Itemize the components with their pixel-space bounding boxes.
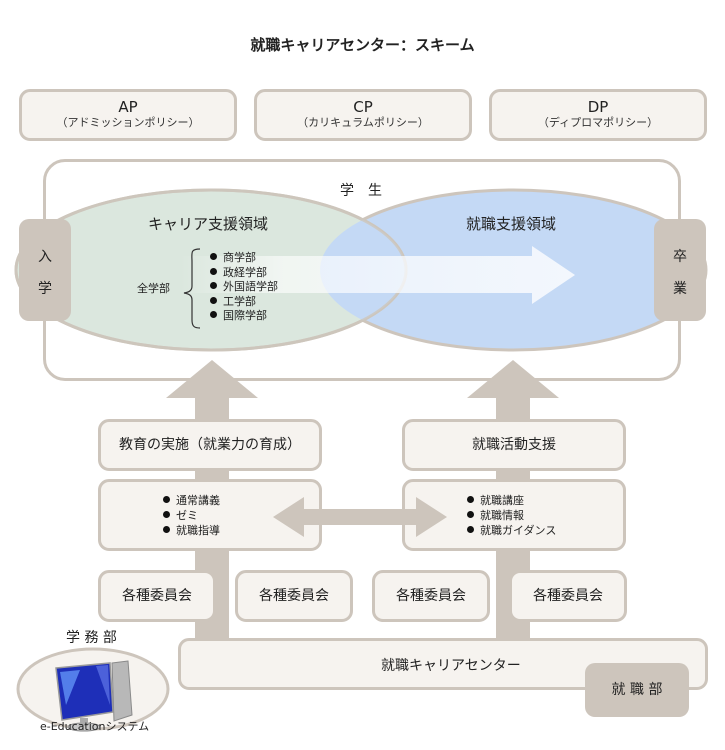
list-item: 就職情報 xyxy=(467,508,556,523)
faculty-list: 商学部 政経学部 外国語学部 工学部 国際学部 xyxy=(210,251,278,324)
policy-box-ap: AP （アドミッションポリシー） xyxy=(19,89,237,141)
policy-code: CP xyxy=(353,98,373,116)
list-item: 就職ガイダンス xyxy=(467,523,556,538)
bullet-icon xyxy=(210,311,217,318)
list-item: 就職指導 xyxy=(163,523,220,538)
policy-code: DP xyxy=(587,98,609,116)
committee-box-1: 各種委員会 xyxy=(98,570,216,622)
policy-box-cp: CP （カリキュラムポリシー） xyxy=(254,89,472,141)
page-title: 就職キャリアセンター：スキーム xyxy=(250,36,475,54)
list-item: 通常講義 xyxy=(163,493,220,508)
bullet-icon xyxy=(467,496,474,503)
list-item: 就職講座 xyxy=(467,493,556,508)
left-up-arrow-head xyxy=(166,360,258,398)
student-label: 学 生 xyxy=(340,183,382,199)
list-item: 政経学部 xyxy=(210,266,278,281)
graduation-tab: 卒 業 xyxy=(654,219,706,321)
committee-box-3: 各種委員会 xyxy=(372,570,490,622)
bullet-icon xyxy=(467,511,474,518)
entry-tab: 入 学 xyxy=(19,219,71,321)
list-item: 商学部 xyxy=(210,251,278,266)
employment-department-box: 就 職 部 xyxy=(585,663,689,717)
all-faculties-label: 全学部 xyxy=(137,282,170,295)
list-item: ゼミ xyxy=(163,508,220,523)
bullet-icon xyxy=(210,296,217,304)
computer-icon xyxy=(55,660,133,732)
bullet-icon xyxy=(163,496,170,503)
career-center-label: 就職キャリアセンター xyxy=(381,658,521,674)
list-item: 国際学部 xyxy=(210,309,278,324)
job-support-items: 就職講座 就職情報 就職ガイダンス xyxy=(467,493,556,538)
list-item: 外国語学部 xyxy=(210,280,278,295)
policy-box-dp: DP （ディプロマポリシー） xyxy=(489,89,707,141)
graduation-char-1: 卒 xyxy=(673,249,687,265)
career-area-label: キャリア支援領域 xyxy=(148,215,269,233)
education-heading: 教育の実施（就業力の育成） xyxy=(119,437,301,453)
employment-department-label: 就 職 部 xyxy=(611,682,663,698)
policy-name: （ディプロマポリシー） xyxy=(537,116,659,129)
education-items: 通常講義 ゼミ 就職指導 xyxy=(163,493,220,538)
committee-box-2: 各種委員会 xyxy=(235,570,353,622)
academic-affairs-label: 学 務 部 xyxy=(66,630,117,646)
bullet-icon xyxy=(467,526,474,533)
bullet-icon xyxy=(210,282,217,289)
policy-code: AP xyxy=(118,98,138,116)
employment-area-label: 就職支援領域 xyxy=(466,215,557,233)
progress-arrow xyxy=(180,246,575,304)
policy-name: （アドミッションポリシー） xyxy=(56,116,200,129)
entry-char-2: 学 xyxy=(38,281,52,297)
e-education-label: e-Educationシステム xyxy=(40,720,150,733)
faculty-brace xyxy=(183,248,201,329)
bullet-icon xyxy=(163,511,170,518)
policy-name: （カリキュラムポリシー） xyxy=(297,116,429,129)
education-items-box: 通常講義 ゼミ 就職指導 xyxy=(98,479,322,551)
job-support-box: 就職活動支援 xyxy=(402,419,626,471)
right-up-arrow-head xyxy=(467,360,559,398)
list-item: 工学部 xyxy=(210,295,278,310)
job-support-heading: 就職活動支援 xyxy=(472,437,556,453)
committee-box-4: 各種委員会 xyxy=(509,570,627,622)
bullet-icon xyxy=(210,253,217,260)
bullet-icon xyxy=(163,526,170,533)
bullet-icon xyxy=(210,267,217,275)
graduation-char-2: 業 xyxy=(673,281,687,297)
entry-char-1: 入 xyxy=(38,249,52,265)
education-box: 教育の実施（就業力の育成） xyxy=(98,419,322,471)
